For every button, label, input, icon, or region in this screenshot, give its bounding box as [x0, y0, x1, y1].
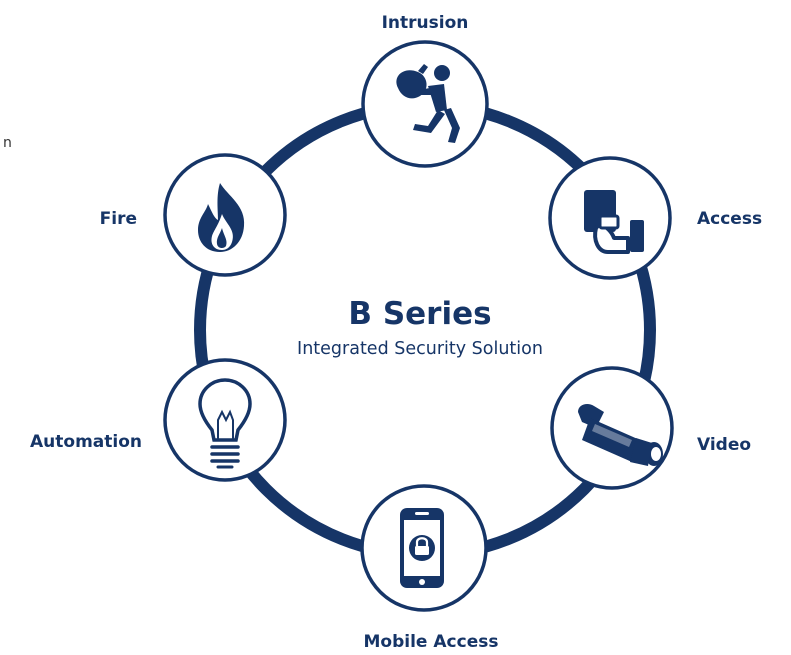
- node-label-automation: Automation: [30, 432, 142, 452]
- node-fire[interactable]: Fire: [100, 153, 287, 277]
- node-circle: [361, 40, 489, 168]
- node-label-mobile-access: Mobile Access: [364, 632, 499, 652]
- clipped-text-fragment: n: [3, 135, 12, 151]
- burglar-icon: [396, 64, 460, 143]
- access-card-icon: [584, 190, 644, 254]
- node-access[interactable]: Access: [548, 156, 762, 280]
- node-label-access: Access: [697, 209, 762, 229]
- video-camera-icon: [578, 404, 663, 466]
- node-label-intrusion: Intrusion: [382, 13, 469, 33]
- node-intrusion[interactable]: Intrusion: [361, 13, 489, 168]
- node-label-fire: Fire: [100, 209, 137, 229]
- node-automation[interactable]: Automation: [30, 358, 287, 482]
- node-label-video: Video: [697, 435, 751, 455]
- node-mobile-access[interactable]: Mobile Access: [360, 484, 499, 652]
- light-bulb-icon: [198, 378, 252, 469]
- node-video[interactable]: Video: [550, 366, 751, 490]
- center-title: B Series: [348, 296, 491, 332]
- center-subtitle: Integrated Security Solution: [297, 339, 543, 359]
- smartphone-lock-icon: [400, 508, 444, 588]
- flame-icon: [198, 183, 245, 252]
